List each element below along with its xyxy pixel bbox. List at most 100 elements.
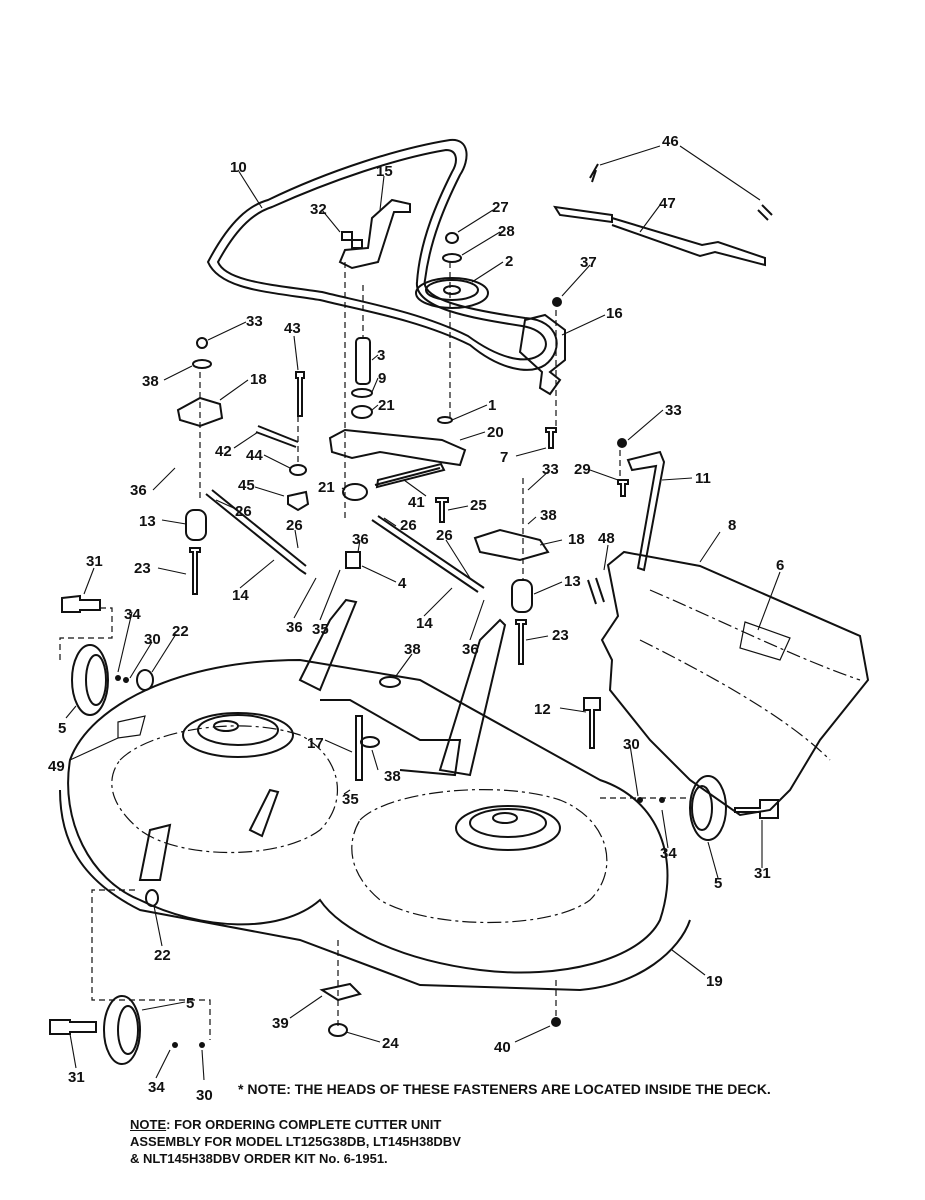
callout-34c: 34 xyxy=(148,1079,165,1096)
callout-31a: 31 xyxy=(86,553,103,570)
idler-pulley-2 xyxy=(415,277,489,309)
callout-36c: 36 xyxy=(286,619,303,636)
hairpin-46b xyxy=(757,204,773,221)
callout-35b: 35 xyxy=(342,791,359,808)
callout-15: 15 xyxy=(376,163,393,180)
callout-31b: 31 xyxy=(754,865,771,882)
nut-37 xyxy=(552,297,562,307)
callout-18b: 18 xyxy=(568,531,585,548)
callout-47: 47 xyxy=(659,195,676,212)
callout-46: 46 xyxy=(662,133,679,150)
callout-40: 40 xyxy=(494,1039,511,1056)
callout-3: 3 xyxy=(377,347,385,364)
nut-40 xyxy=(551,1017,561,1027)
nut-45 xyxy=(287,490,310,512)
lift-bracket-left xyxy=(298,598,358,692)
bushing-21a xyxy=(351,405,373,419)
callout-30c: 30 xyxy=(196,1087,213,1104)
nut-33b xyxy=(617,438,627,448)
callout-30a: 30 xyxy=(144,631,161,648)
lift-bracket-right xyxy=(438,618,507,777)
nut-27 xyxy=(445,232,459,244)
callout-33b: 33 xyxy=(665,402,682,419)
wheel-5a xyxy=(59,594,154,716)
callout-45: 45 xyxy=(238,477,255,494)
spindle-pulley-left xyxy=(182,712,294,758)
order-note: NOTE: FOR ORDERING COMPLETE CUTTER UNIT … xyxy=(130,1116,461,1167)
callout-5b: 5 xyxy=(714,875,722,892)
bolt-7 xyxy=(545,427,557,449)
callout-23a: 23 xyxy=(134,560,151,577)
bolt-31b xyxy=(734,799,779,819)
callout-21a: 21 xyxy=(378,397,395,414)
bolt-23a xyxy=(189,547,201,595)
callout-6: 6 xyxy=(776,557,784,574)
callout-21b: 21 xyxy=(318,479,335,496)
bolt-43 xyxy=(295,371,305,417)
belt-guide-16 xyxy=(518,313,566,396)
washer-38d xyxy=(360,736,380,748)
callout-22a: 22 xyxy=(172,623,189,640)
callout-26c: 26 xyxy=(400,517,417,534)
callout-5a: 5 xyxy=(58,720,66,737)
callout-36b: 36 xyxy=(352,531,369,548)
callout-29: 29 xyxy=(574,461,591,478)
callout-16: 16 xyxy=(606,305,623,322)
callout-18a: 18 xyxy=(250,371,267,388)
order-note-prefix: NOTE xyxy=(130,1117,167,1132)
baffle-39 xyxy=(319,982,362,1002)
nut-33a xyxy=(196,337,208,349)
idler-arm-20 xyxy=(328,428,467,467)
baffle-49 xyxy=(117,715,146,739)
assembly-lines xyxy=(199,262,621,1030)
callout-1: 1 xyxy=(488,397,496,414)
order-note-line-1: NOTE: FOR ORDERING COMPLETE CUTTER UNIT xyxy=(130,1116,461,1133)
deck-housing-19 xyxy=(59,598,691,992)
callout-48: 48 xyxy=(598,530,615,547)
callout-7: 7 xyxy=(500,449,508,466)
pin-17 xyxy=(355,715,363,781)
rod-11 xyxy=(626,450,666,572)
callout-38a: 38 xyxy=(142,373,159,390)
callout-22b: 22 xyxy=(154,947,171,964)
deflector-6 xyxy=(739,621,791,661)
callout-26b: 26 xyxy=(286,517,303,534)
bracket-15 xyxy=(338,198,411,270)
spindle-pulley-right xyxy=(455,805,561,851)
spring-41 xyxy=(374,462,446,489)
callout-26a: 26 xyxy=(235,503,252,520)
washer-44 xyxy=(289,464,307,476)
bolts-32 xyxy=(341,231,363,249)
bushing-21b xyxy=(342,483,368,501)
callout-19: 19 xyxy=(706,973,723,990)
callout-27: 27 xyxy=(492,199,509,216)
order-note-line1-text: : FOR ORDERING COMPLETE CUTTER UNIT xyxy=(166,1117,442,1132)
callout-44: 44 xyxy=(246,447,263,464)
callout-30b: 30 xyxy=(623,736,640,753)
callout-8: 8 xyxy=(728,517,736,534)
callout-25: 25 xyxy=(470,497,487,514)
bolt-25 xyxy=(435,497,449,523)
callout-9: 9 xyxy=(378,370,386,387)
callout-31c: 31 xyxy=(68,1069,85,1086)
callout-42: 42 xyxy=(215,443,232,460)
callout-23b: 23 xyxy=(552,627,569,644)
callout-28: 28 xyxy=(498,223,515,240)
callout-37: 37 xyxy=(580,254,597,271)
wheel-5b xyxy=(600,775,779,841)
callout-38b: 38 xyxy=(540,507,557,524)
callout-36a: 36 xyxy=(130,482,147,499)
callout-33c: 33 xyxy=(542,461,559,478)
callout-35a: 35 xyxy=(312,621,329,638)
spacer-13b xyxy=(511,579,533,613)
callout-39: 39 xyxy=(272,1015,289,1032)
callout-43: 43 xyxy=(284,320,301,337)
order-note-line-3: & NLT145H38DBV ORDER KIT No. 6-1951. xyxy=(130,1151,388,1166)
callout-38d: 38 xyxy=(384,768,401,785)
bolt-31a xyxy=(61,594,101,613)
callout-24: 24 xyxy=(382,1035,399,1052)
shaft-3 xyxy=(355,337,371,385)
callout-41: 41 xyxy=(408,494,425,511)
callout-32: 32 xyxy=(310,201,327,218)
